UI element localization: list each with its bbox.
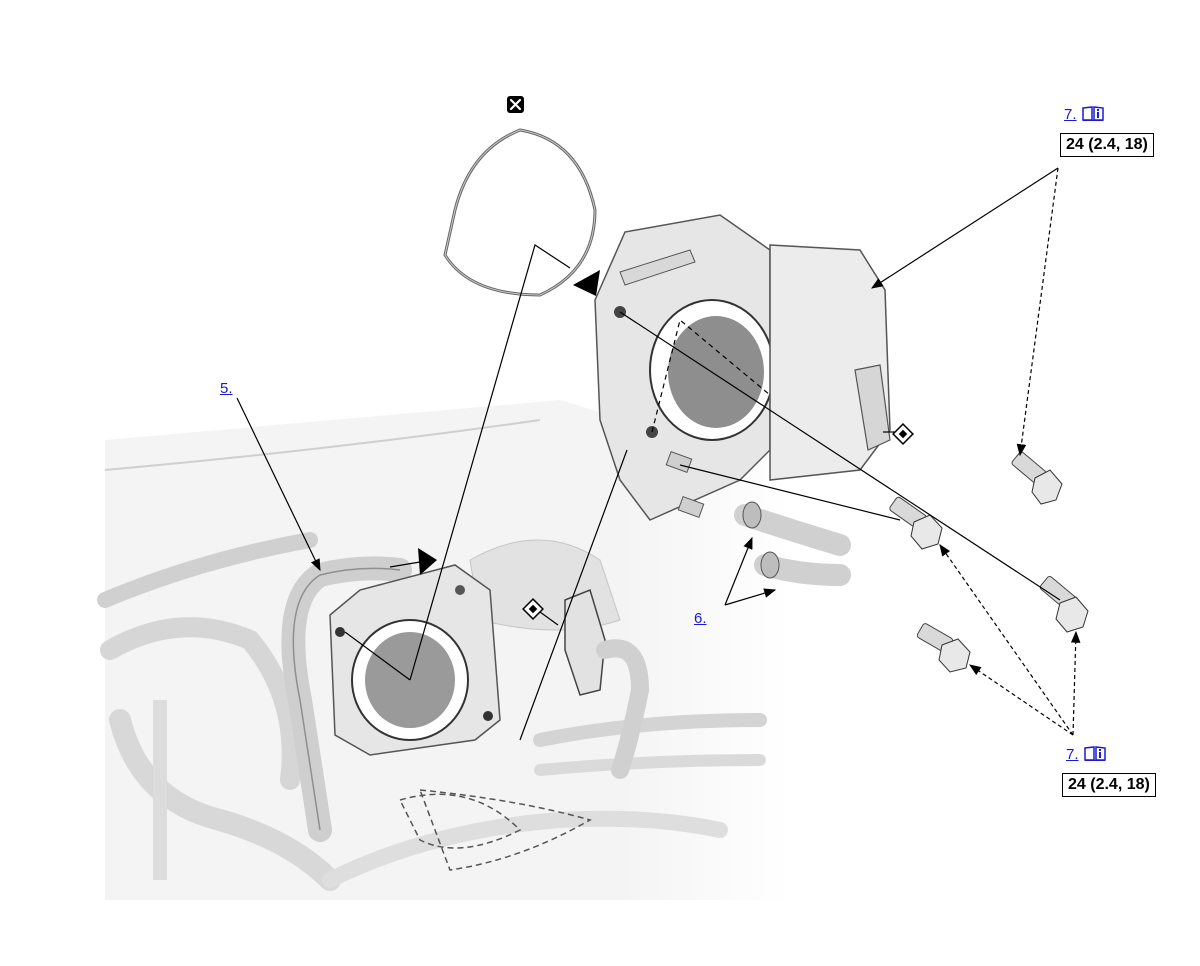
throttle-body-gasket xyxy=(443,128,597,297)
bolt xyxy=(1011,451,1063,505)
throttle-body xyxy=(594,214,891,521)
callout-item-5[interactable]: 5. xyxy=(220,380,233,397)
replace-part-x-icon xyxy=(507,96,524,113)
torque-spec-top: 24 (2.4, 18) xyxy=(1060,133,1154,157)
electrical-connector-icon xyxy=(892,423,914,445)
bolt xyxy=(916,623,971,673)
install-direction-arrow xyxy=(573,270,600,296)
callout-item-7-top-label[interactable]: 7. xyxy=(1064,106,1077,123)
leader-lines xyxy=(236,167,1081,741)
bolt xyxy=(1039,576,1089,633)
intake-flange xyxy=(329,564,501,756)
callout-item-7-bottom-label[interactable]: 7. xyxy=(1066,746,1079,763)
callout-item-7-bottom[interactable]: 7. xyxy=(1066,746,1106,764)
electrical-connector-icon xyxy=(522,598,544,620)
callout-item-7-top[interactable]: 7. xyxy=(1064,106,1104,124)
tp-sensor-connector xyxy=(564,588,650,779)
torque-spec-bottom: 24 (2.4, 18) xyxy=(1062,773,1156,797)
service-info-book-icon[interactable] xyxy=(1082,106,1104,121)
bolt xyxy=(889,496,943,550)
callout-item-6[interactable]: 6. xyxy=(694,610,707,627)
service-info-book-icon[interactable] xyxy=(1084,746,1106,761)
install-direction-arrow xyxy=(418,548,437,575)
